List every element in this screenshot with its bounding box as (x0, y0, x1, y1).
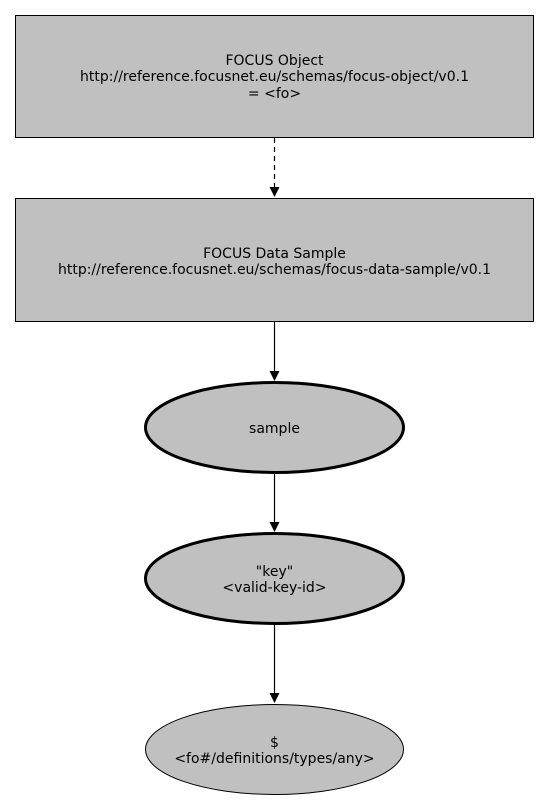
node-key[interactable]: "key" <valid-key-id> (144, 532, 405, 625)
node-focus-object-title: FOCUS Object (225, 53, 324, 69)
node-any-type-ref: <fo#/definitions/types/any> (174, 751, 374, 767)
node-key-id: <valid-key-id> (222, 580, 326, 596)
node-focus-object[interactable]: FOCUS Object http://reference.focusnet.e… (15, 15, 534, 138)
node-focus-object-alias: = <fo> (248, 86, 301, 102)
node-focus-object-uri: http://reference.focusnet.eu/schemas/foc… (80, 69, 469, 85)
node-focus-data-sample-title: FOCUS Data Sample (203, 246, 346, 262)
node-key-label: "key" (256, 564, 293, 580)
node-sample-label: sample (249, 421, 300, 437)
node-focus-data-sample-uri: http://reference.focusnet.eu/schemas/foc… (58, 262, 491, 278)
node-any-type-symbol: $ (270, 735, 279, 751)
node-sample[interactable]: sample (144, 381, 405, 474)
node-any-type[interactable]: $ <fo#/definitions/types/any> (145, 704, 404, 795)
node-focus-data-sample[interactable]: FOCUS Data Sample http://reference.focus… (15, 198, 534, 322)
